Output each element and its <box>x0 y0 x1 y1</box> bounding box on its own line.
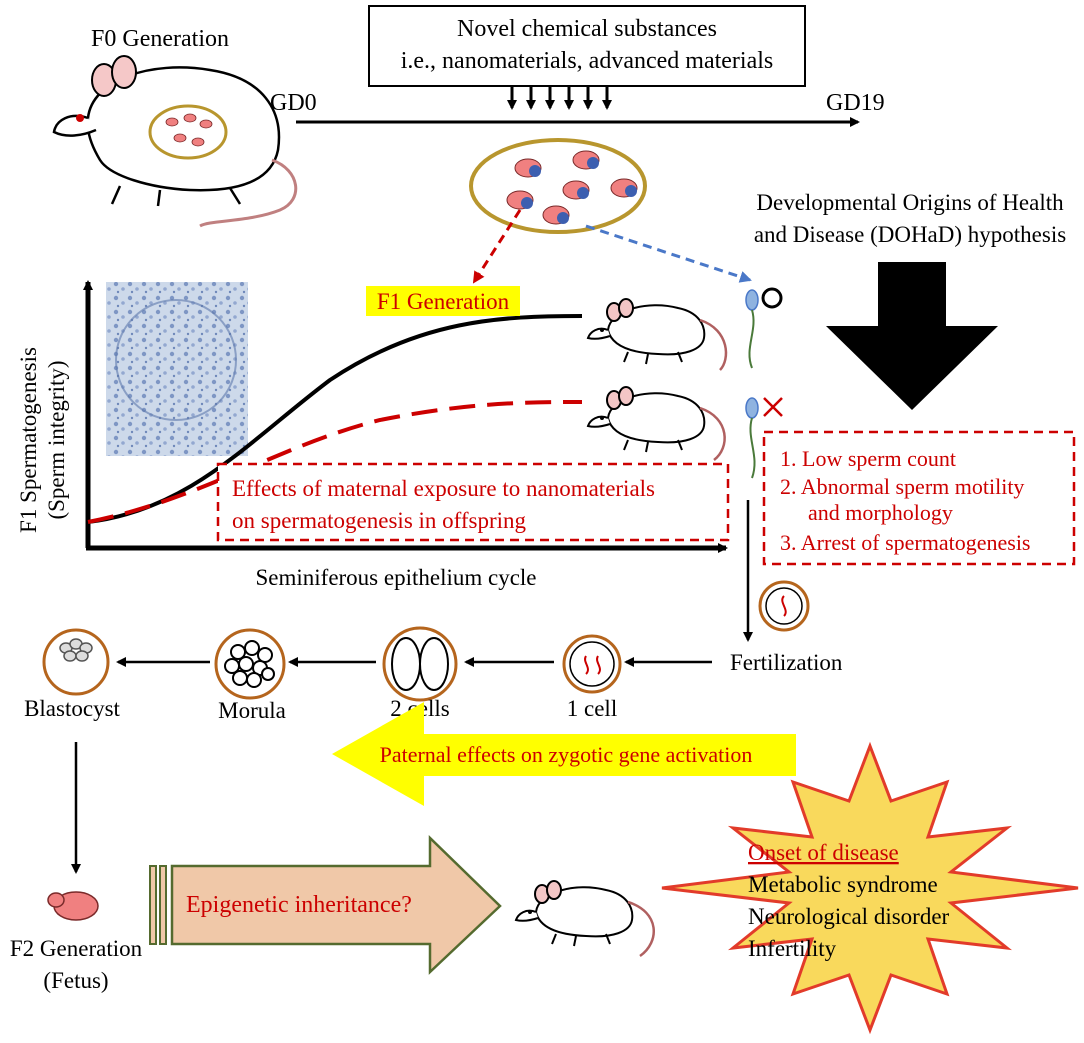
gd19-label: GD19 <box>826 90 885 116</box>
testis-histology-image <box>106 282 248 456</box>
outcomes-box <box>762 430 1076 566</box>
dohad-line1: Developmental Origins of Health <box>756 190 1064 215</box>
dohad-line2: and Disease (DOHaD) hypothesis <box>754 222 1066 247</box>
normal-mark-icon <box>761 287 783 309</box>
epigenetic-label: Epigenetic inheritance? <box>186 892 412 918</box>
effects-line1: Effects of maternal exposure to nanomate… <box>232 476 655 501</box>
morula-label: Morula <box>218 698 286 723</box>
y-axis-label-line1: F1 Spermatogenesis <box>16 347 41 533</box>
abnormal-mark-icon <box>763 397 783 417</box>
dohad-down-arrow <box>826 262 998 410</box>
gd0-label: GD0 <box>270 90 317 116</box>
morula-embryo <box>214 628 286 700</box>
f1-generation-label: F1 Generation <box>377 289 510 314</box>
outcome-morphology: and morphology <box>808 500 953 525</box>
fertilization-label: Fertilization <box>730 650 843 675</box>
f2-fetus-label: (Fetus) <box>43 968 108 993</box>
one-cell-embryo <box>562 634 622 694</box>
f2-generation-label: F2 Generation <box>10 936 143 961</box>
blastocyst-embryo <box>42 628 110 696</box>
substance-title: Novel chemical substances <box>457 16 717 42</box>
f2-fetus-icon <box>47 891 99 921</box>
f1-generation-highlight <box>366 286 520 316</box>
f0-pregnant-mouse <box>52 55 298 228</box>
paternal-effects-arrow <box>332 702 796 806</box>
f2-adult-mouse <box>515 880 634 947</box>
effects-box <box>216 462 730 542</box>
substance-box: Novel chemical substances i.e., nanomate… <box>368 5 806 87</box>
disease-neurological: Neurological disorder <box>748 904 950 929</box>
paternal-effects-label: Paternal effects on zygotic gene activat… <box>380 742 753 767</box>
sperm-dashed-arrow <box>585 224 752 283</box>
substance-examples: i.e., nanomaterials, advanced materials <box>401 48 774 74</box>
f1-affected-mouse <box>587 386 706 453</box>
disease-title: Onset of disease <box>748 840 899 865</box>
disease-infertility: Infertility <box>748 936 837 961</box>
f0-generation-label: F0 Generation <box>91 26 229 52</box>
oocyte-icon <box>758 580 810 632</box>
normal-sperm <box>745 289 759 369</box>
disease-metabolic: Metabolic syndrome <box>748 872 938 897</box>
one-cell-label: 1 cell <box>567 696 617 721</box>
effects-line2: on spermatogenesis in offspring <box>232 508 527 533</box>
epigenetic-arrow <box>149 835 502 975</box>
two-cell-embryo <box>382 626 458 702</box>
y-axis-label-line2: (Sperm integrity) <box>44 360 69 519</box>
fetus-cluster <box>469 138 647 234</box>
x-axis-label: Seminiferous epithelium cycle <box>255 565 536 590</box>
exposure-arrows <box>507 86 612 110</box>
disease-burst <box>661 741 1079 1035</box>
blastocyst-label: Blastocyst <box>24 696 120 721</box>
exposed-curve <box>87 400 583 524</box>
outcome-low-count: 1. Low sperm count <box>780 446 956 471</box>
outcome-arrest: 3. Arrest of spermatogenesis <box>780 530 1031 555</box>
outcome-abnormal-motility: 2. Abnormal sperm motility <box>780 474 1024 499</box>
f1-healthy-mouse <box>587 298 706 365</box>
abnormal-sperm <box>745 397 759 479</box>
